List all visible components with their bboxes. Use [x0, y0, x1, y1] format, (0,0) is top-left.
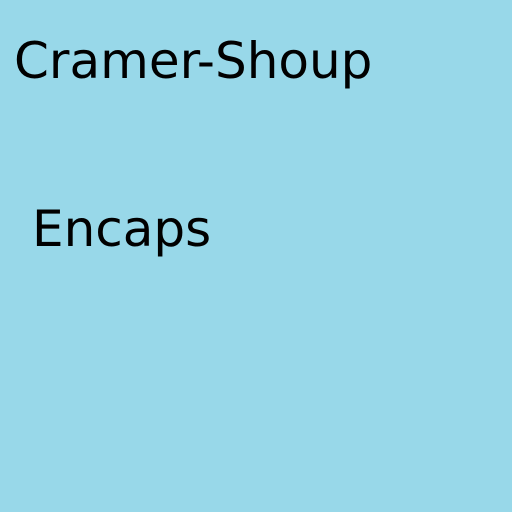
title-text: Cramer-Shoup — [14, 32, 373, 90]
subtitle-text: Encaps — [32, 200, 212, 258]
